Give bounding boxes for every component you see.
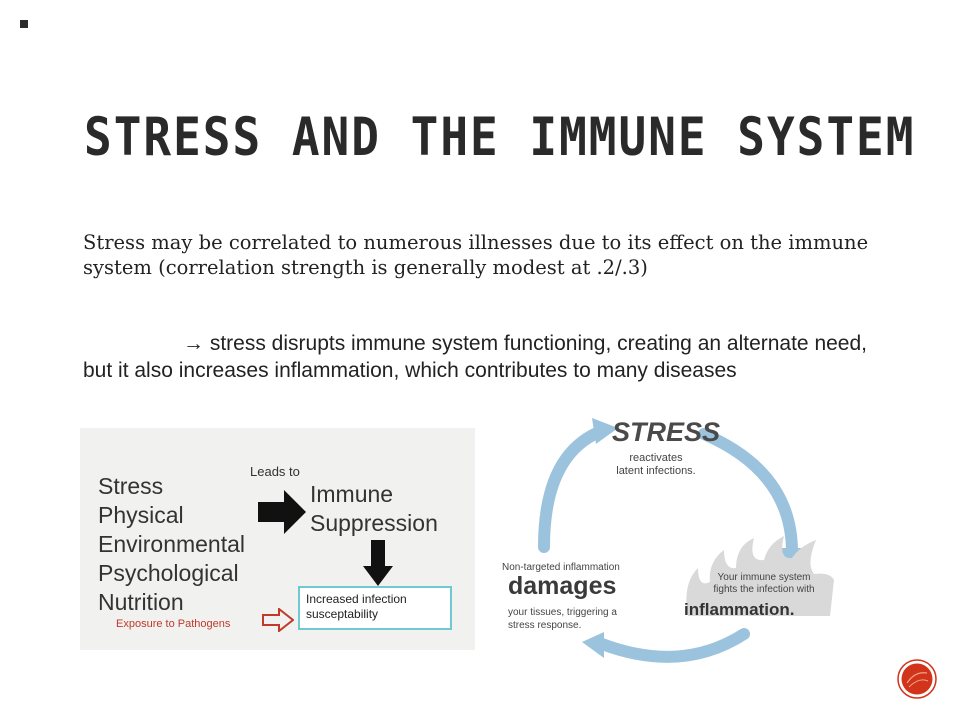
immune-line-2: Suppression: [310, 510, 438, 536]
infection-susceptibility-box: Increased infection susceptability: [298, 586, 452, 630]
immune-line-1: Immune: [310, 481, 394, 507]
stress-sub-line-2: latent infections.: [616, 465, 696, 477]
infection-line-1: Increased infection: [306, 592, 407, 606]
factor-item: Psychological: [98, 560, 239, 586]
cycle-immune-subtext: Your immune system fights the infection …: [700, 572, 828, 596]
immune-suppression-label: Immune Suppression: [310, 480, 438, 538]
stress-inflammation-cycle-figure: STRESS reactivates latent infections. Yo…: [492, 412, 852, 682]
stress-immune-suppression-figure: Stress Physical Environmental Psychologi…: [80, 428, 475, 650]
stress-sub-line-1: reactivates: [629, 452, 683, 464]
cycle-arrows-icon: [538, 418, 834, 663]
cycle-nontargeted-label: Non-targeted inflammation: [502, 562, 620, 573]
body-paragraph-1: Stress may be correlated to numerous ill…: [83, 231, 869, 279]
cycle-damages-subtext: your tissues, triggering a stress respon…: [508, 606, 648, 632]
stress-factors-list: Stress Physical Environmental Psychologi…: [98, 472, 245, 617]
infection-line-2: susceptability: [306, 607, 379, 621]
right-arrow-icon: [258, 490, 306, 534]
exposure-to-pathogens-label: Exposure to Pathogens: [116, 618, 231, 630]
factor-item: Environmental: [98, 531, 246, 557]
cycle-stress-word: STRESS: [612, 417, 721, 447]
immune-sub-line-1: Your immune system: [717, 572, 811, 583]
cycle-inflammation-word: inflammation.: [684, 600, 795, 619]
leads-to-label: Leads to: [250, 464, 300, 479]
page-title: STRESS AND THE IMMUNE SYSTEM: [84, 105, 916, 168]
cycle-damages-word: damages: [508, 572, 617, 600]
damages-sub-line-2: stress response.: [508, 620, 582, 631]
factor-item: Stress: [98, 473, 164, 499]
cycle-stress-subtext: reactivates latent infections.: [596, 452, 716, 478]
down-arrow-icon: [363, 540, 393, 586]
factor-item: Physical: [98, 502, 184, 528]
factor-item: Nutrition: [98, 589, 184, 615]
decorative-circle-logo-icon: [897, 659, 937, 699]
damages-sub-line-1: your tissues, triggering a: [508, 607, 617, 618]
slide-marker: [20, 20, 28, 28]
body-paragraph-2: → stress disrupts immune system function…: [83, 332, 867, 382]
immune-sub-line-2: fights the infection with: [713, 584, 815, 595]
outline-arrow-icon: [262, 608, 294, 632]
